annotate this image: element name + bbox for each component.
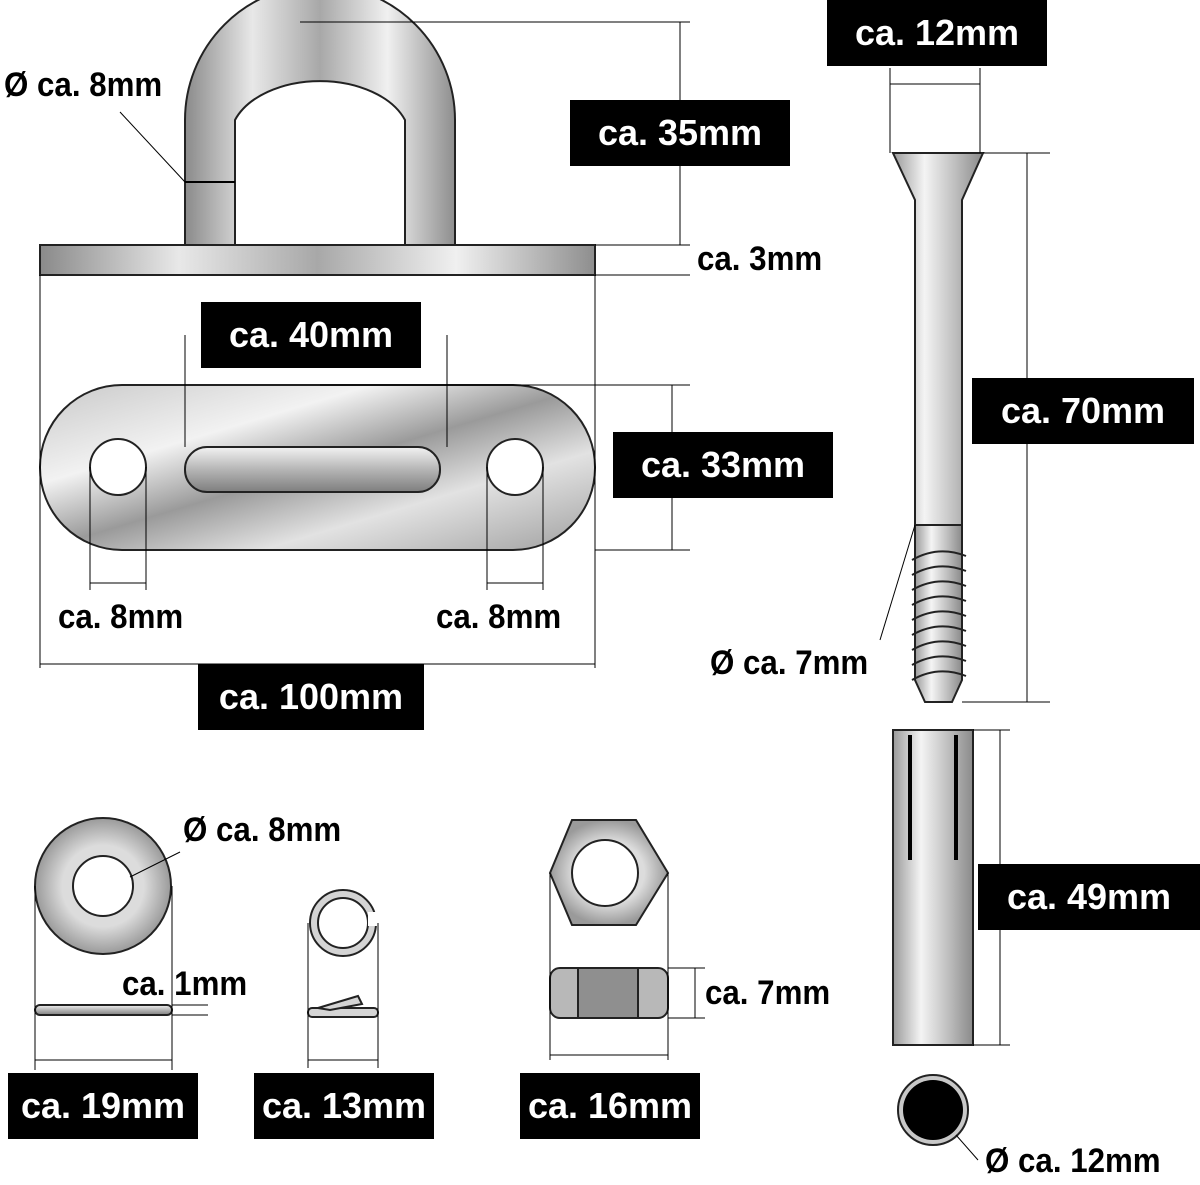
eye-height-label: ca. 35mm bbox=[570, 100, 790, 166]
anchor-sleeve bbox=[892, 729, 974, 1146]
plate-length-label: ca. 100mm bbox=[198, 664, 424, 730]
eye-plate-side-view bbox=[39, 0, 596, 276]
screw-diameter-label: Ø ca. 7mm bbox=[710, 644, 869, 682]
hole-right-label: ca. 8mm bbox=[436, 598, 562, 636]
screw-length-label: ca. 70mm bbox=[972, 378, 1194, 444]
anchor-length-label: ca. 49mm bbox=[978, 864, 1200, 930]
hex-nut bbox=[548, 819, 670, 1019]
nut-dimensions bbox=[549, 873, 705, 1060]
screw bbox=[891, 152, 985, 703]
eye-plate-dimensions bbox=[39, 21, 690, 668]
ring-diameter-label: Ø ca. 8mm bbox=[4, 66, 163, 104]
spring-washer-label: ca. 13mm bbox=[254, 1073, 434, 1139]
washer-diameter-label: ca. 19mm bbox=[8, 1073, 198, 1139]
eye-width-label: ca. 40mm bbox=[201, 302, 421, 368]
nut-height-label: ca. 7mm bbox=[705, 974, 831, 1012]
anchor-diameter-label: Ø ca. 12mm bbox=[985, 1142, 1161, 1180]
hole-left-label: ca. 8mm bbox=[58, 598, 184, 636]
spring-washer-dimensions bbox=[307, 923, 379, 1068]
washer-hole-label: Ø ca. 8mm bbox=[183, 811, 342, 849]
screw-head-label: ca. 12mm bbox=[827, 0, 1047, 66]
spring-washer bbox=[307, 889, 382, 1018]
washer-thickness-label: ca. 1mm bbox=[122, 965, 248, 1003]
plate-thickness-label: ca. 3mm bbox=[697, 240, 823, 278]
nut-width-label: ca. 16mm bbox=[520, 1073, 700, 1139]
washer-dimensions bbox=[34, 851, 208, 1070]
eye-plate-top-view bbox=[39, 384, 596, 551]
plate-width-label: ca. 33mm bbox=[613, 432, 833, 498]
